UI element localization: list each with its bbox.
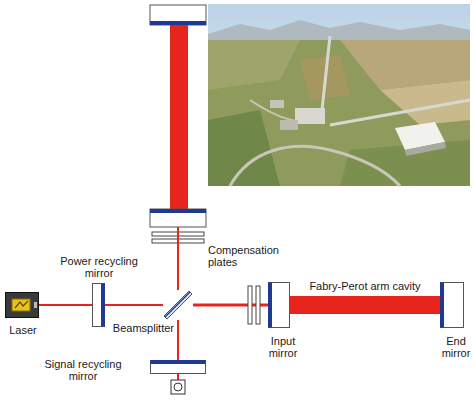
photo-sky [208,4,470,186]
mirror: Input mirror [268,282,290,328]
laser-beam [177,320,179,360]
beam-label: Fabry-Perot arm cavity [309,280,420,292]
laser-beam [105,304,163,306]
cavity-beam [290,296,440,314]
photo-building [405,142,446,156]
mirror: End mirror [440,282,464,328]
component-label: Beamsplitter [110,322,174,334]
laser-beam [39,304,92,306]
laser-aperture [12,299,30,311]
photo-building [280,120,298,130]
compensation-plate [256,286,260,324]
component-label: Input mirror [263,335,303,359]
component-label: End mirror [438,335,474,359]
component-label: Signal recycling mirror [41,358,125,382]
photo-ground [208,40,470,186]
photo-field [208,110,280,186]
component-label: Laser [0,324,48,336]
photodetector [174,383,182,391]
laser-beam [177,227,179,290]
part-label: Compensation plates [208,244,288,268]
aerial-photo [208,4,470,186]
photo-arm [330,100,470,125]
input-mirror-vertical [150,209,206,227]
component-label: Power recycling mirror [57,255,141,279]
beamsplitter-plate [164,291,192,319]
mirror-coating [150,21,206,25]
mirror: Power recycling mirror [92,283,105,327]
photo-field [208,40,300,90]
end-mirror-vertical [150,5,206,25]
photo-building [270,100,284,108]
mirror: Signal recycling mirror [150,360,206,374]
laser-beam [177,374,179,380]
laser-icon [6,293,38,317]
compensation-plate [248,286,252,324]
mirror-coating [150,209,206,213]
photo-building [295,108,325,124]
laser-box: Laser [5,292,39,318]
photodetector [171,380,185,394]
mirror-coating [165,292,190,317]
laser-output [34,302,37,308]
photo-arm [322,36,330,110]
laser-symbol [15,301,28,308]
photo-road [230,146,400,186]
beamsplitter-plate [163,290,193,320]
arm-beam [170,25,188,209]
beamsplitter: Beamsplitter [163,290,193,320]
